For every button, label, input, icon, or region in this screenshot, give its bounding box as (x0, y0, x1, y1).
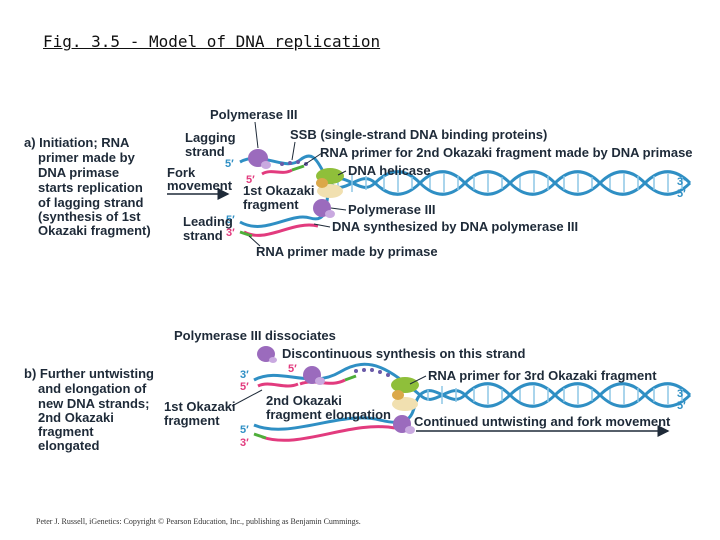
b-lagging-5prime-label: 5′ (240, 381, 249, 393)
b-helix-5prime-label: 5′ (677, 400, 686, 412)
helix-base-pairs (337, 174, 683, 192)
dna-helicase-leader (337, 170, 347, 176)
dna-synthesized-leader (313, 223, 331, 228)
discontinuous-synthesis-label: Discontinuous synthesis on this strand (282, 346, 525, 361)
dna-synthesized-label: DNA synthesized by DNA polymerase III (332, 219, 578, 234)
b-leading-3prime-label: 3′ (240, 437, 249, 449)
polymerase-mid-leader (330, 207, 347, 211)
rna-primer-2nd-label: RNA primer for 2nd Okazaki fragment made… (320, 145, 693, 160)
leading-5prime-label: 5′ (226, 214, 235, 226)
leading-rna-primer-b (253, 432, 267, 440)
leading-rna-primer (239, 230, 253, 238)
polymerase-iii-dissociated (257, 346, 277, 363)
leading-3prime-label: 3′ (226, 227, 235, 239)
page-title: Fig. 3.5 - Model of DNA replication (43, 32, 381, 51)
panel-a-step-description: a) Initiation; RNA primer made by DNA pr… (24, 135, 151, 238)
helix-5prime-label: 5′ (677, 188, 686, 200)
first-okazaki-fragment (261, 168, 293, 176)
panel-b: b) Further untwisting and elongation of … (24, 328, 692, 453)
polymerase-iii-lagging (248, 149, 271, 169)
b-leading-5prime-label: 5′ (240, 424, 249, 436)
dna-helicase-complex-b (391, 377, 419, 411)
copyright-credit: Peter J. Russell, iGenetics: Copyright ©… (36, 517, 361, 526)
polymerase-iii-lagging-b (303, 366, 325, 385)
leading-new-dna-b (261, 425, 396, 442)
okazaki-rna-primer (291, 164, 305, 172)
lagging-5prime-label: 5′ (225, 158, 234, 170)
lagging-strand-label: Lagging strand (185, 130, 239, 159)
ssb-leader (291, 141, 296, 161)
rna-primer-3rd-leader (409, 375, 427, 385)
okazaki-5prime-label: 5′ (246, 174, 255, 186)
polymerase-top-leader (254, 121, 259, 149)
polymerase-iii-leading (313, 199, 335, 218)
polymerase-iii-leading-b (393, 415, 415, 434)
first-okazaki-fragment-b (257, 382, 299, 388)
b-lagging-3prime-label: 3′ (240, 369, 249, 381)
polymerase-dissociates-label: Polymerase III dissociates (174, 328, 336, 343)
rna-primer-3rd-label: RNA primer for 3rd Okazaki fragment (428, 368, 657, 383)
dna-helicase-label: DNA helicase (348, 163, 431, 178)
b-first-okazaki-label: 1st Okazaki fragment (164, 399, 239, 428)
lagging-template-strand-b (253, 362, 421, 397)
parent-helix-b-strand-2 (418, 382, 692, 408)
b-helix-3prime-label: 3′ (677, 388, 686, 400)
helix-3prime-label: 3′ (677, 176, 686, 188)
panel-a: a) Initiation; RNA primer made by DNA pr… (24, 107, 693, 259)
panel-b-step-description: b) Further untwisting and elongation of … (24, 366, 158, 453)
polymerase-iii-mid-label: Polymerase III (348, 202, 435, 217)
helix-b-base-pairs (427, 386, 683, 404)
rna-primer-primase-label: RNA primer made by primase (256, 244, 438, 259)
continued-untwisting-label: Continued untwisting and fork movement (414, 414, 671, 429)
polymerase-iii-top-label: Polymerase III (210, 107, 297, 122)
fork-movement-label: Fork movement (167, 165, 233, 193)
first-okazaki-label: 1st Okazaki fragment (243, 183, 318, 212)
ssb-proteins-b (354, 368, 390, 377)
rna-primer-2nd-leader (303, 152, 323, 166)
leading-strand-label: Leading strand (183, 214, 236, 243)
b-okazaki-5prime-label: 5′ (288, 363, 297, 375)
b-first-okazaki-leader (231, 389, 263, 407)
ssb-label: SSB (single-strand DNA binding proteins) (290, 127, 547, 142)
dna-helicase-complex (316, 168, 344, 198)
second-okazaki-label: 2nd Okazaki fragment elongation (266, 393, 391, 422)
rna-primer-2nd-b (344, 374, 357, 382)
rna-primer-primase-leader (248, 235, 261, 247)
